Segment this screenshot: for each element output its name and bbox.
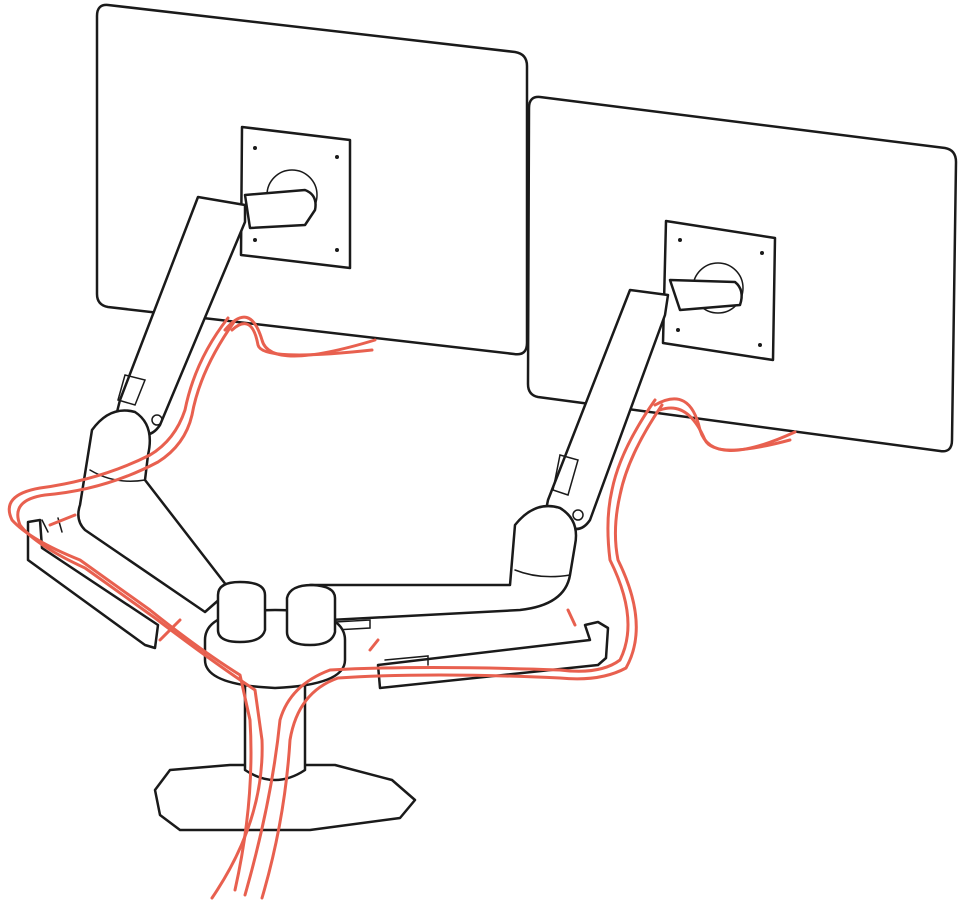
- routed-cables: [7, 316, 664, 900]
- right-cable-channel: [376, 620, 610, 690]
- right-arm: [298, 278, 743, 631]
- monitor-cables: [223, 315, 797, 452]
- left-cable-channel: [26, 517, 160, 650]
